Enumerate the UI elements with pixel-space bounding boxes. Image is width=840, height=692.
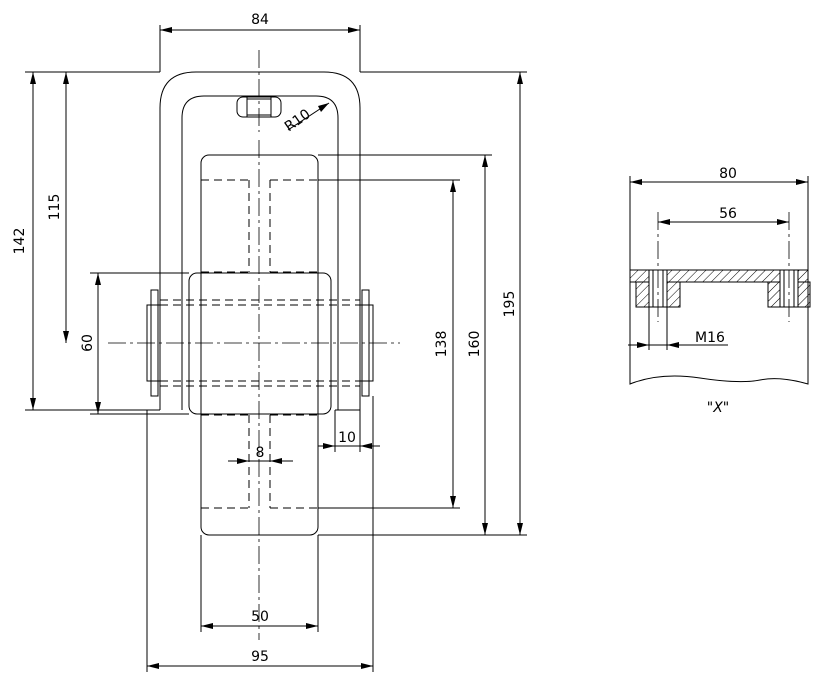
dim-160: 160 [467, 331, 483, 358]
dim-56: 56 [719, 206, 737, 222]
detail-label: "X" [707, 400, 729, 416]
fork-outer [159, 71, 361, 411]
dim-84: 84 [251, 12, 269, 28]
dim-80: 80 [719, 166, 737, 182]
plate-section [629, 269, 809, 283]
dim-138: 138 [434, 331, 450, 358]
detail-body [629, 282, 809, 385]
hub-body [188, 272, 332, 415]
fork-inner [181, 95, 339, 410]
detail-x-view [628, 176, 811, 385]
dim-m16: M16 [695, 330, 725, 346]
dim-115: 115 [47, 194, 63, 221]
dim-8: 8 [256, 445, 265, 461]
dimensions [25, 25, 527, 672]
dim-10: 10 [338, 430, 356, 446]
wheel-outline [200, 154, 319, 536]
dim-60: 60 [80, 334, 96, 352]
dim-95: 95 [251, 649, 269, 665]
dim-50: 50 [251, 609, 269, 625]
main-view [108, 50, 400, 640]
hidden-wheel-web [160, 179, 360, 509]
dim-r10: R10 [282, 106, 314, 135]
dim-195: 195 [502, 291, 518, 318]
dim-142: 142 [12, 228, 28, 255]
